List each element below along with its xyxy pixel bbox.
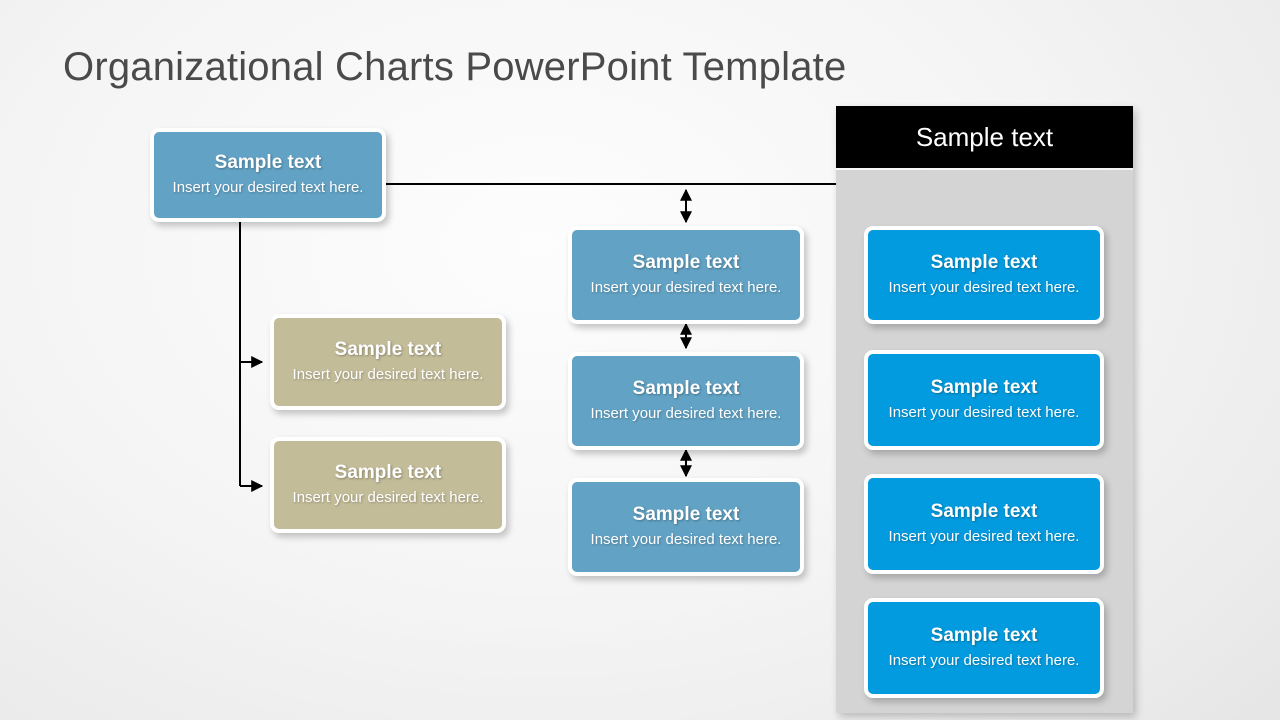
card-title: Sample text [214, 151, 322, 173]
card-subtitle: Insert your desired text here. [590, 404, 782, 422]
card-title: Sample text [334, 338, 442, 360]
left-root-card[interactable]: Sample text Insert your desired text her… [150, 128, 386, 222]
card-title: Sample text [930, 251, 1038, 273]
card-subtitle: Insert your desired text here. [888, 527, 1080, 545]
card-title: Sample text [930, 376, 1038, 398]
card-title: Sample text [632, 377, 740, 399]
middle-card-3[interactable]: Sample text Insert your desired text her… [568, 478, 804, 576]
card-subtitle: Insert your desired text here. [590, 278, 782, 296]
right-panel-header-label: Sample text [915, 121, 1054, 152]
card-title: Sample text [930, 624, 1038, 646]
card-subtitle: Insert your desired text here. [172, 178, 364, 196]
left-child-card-1[interactable]: Sample text Insert your desired text her… [270, 314, 506, 410]
card-subtitle: Insert your desired text here. [888, 278, 1080, 296]
card-subtitle: Insert your desired text here. [590, 530, 782, 548]
card-subtitle: Insert your desired text here. [888, 651, 1080, 669]
card-title: Sample text [632, 503, 740, 525]
card-subtitle: Insert your desired text here. [292, 365, 484, 383]
right-panel-header: Sample text [836, 106, 1133, 168]
left-child-card-2[interactable]: Sample text Insert your desired text her… [270, 437, 506, 533]
right-panel-card-1[interactable]: Sample text Insert your desired text her… [864, 226, 1104, 324]
card-title: Sample text [334, 461, 442, 483]
card-subtitle: Insert your desired text here. [888, 403, 1080, 421]
page-title: Organizational Charts PowerPoint Templat… [63, 45, 847, 89]
right-panel-card-2[interactable]: Sample text Insert your desired text her… [864, 350, 1104, 450]
connector-root-to-children [239, 222, 264, 492]
card-title: Sample text [930, 500, 1038, 522]
middle-card-2[interactable]: Sample text Insert your desired text her… [568, 352, 804, 450]
middle-card-1[interactable]: Sample text Insert your desired text her… [568, 226, 804, 324]
right-panel-card-3[interactable]: Sample text Insert your desired text her… [864, 474, 1104, 574]
card-title: Sample text [632, 251, 740, 273]
card-subtitle: Insert your desired text here. [292, 488, 484, 506]
right-panel-card-4[interactable]: Sample text Insert your desired text her… [864, 598, 1104, 698]
